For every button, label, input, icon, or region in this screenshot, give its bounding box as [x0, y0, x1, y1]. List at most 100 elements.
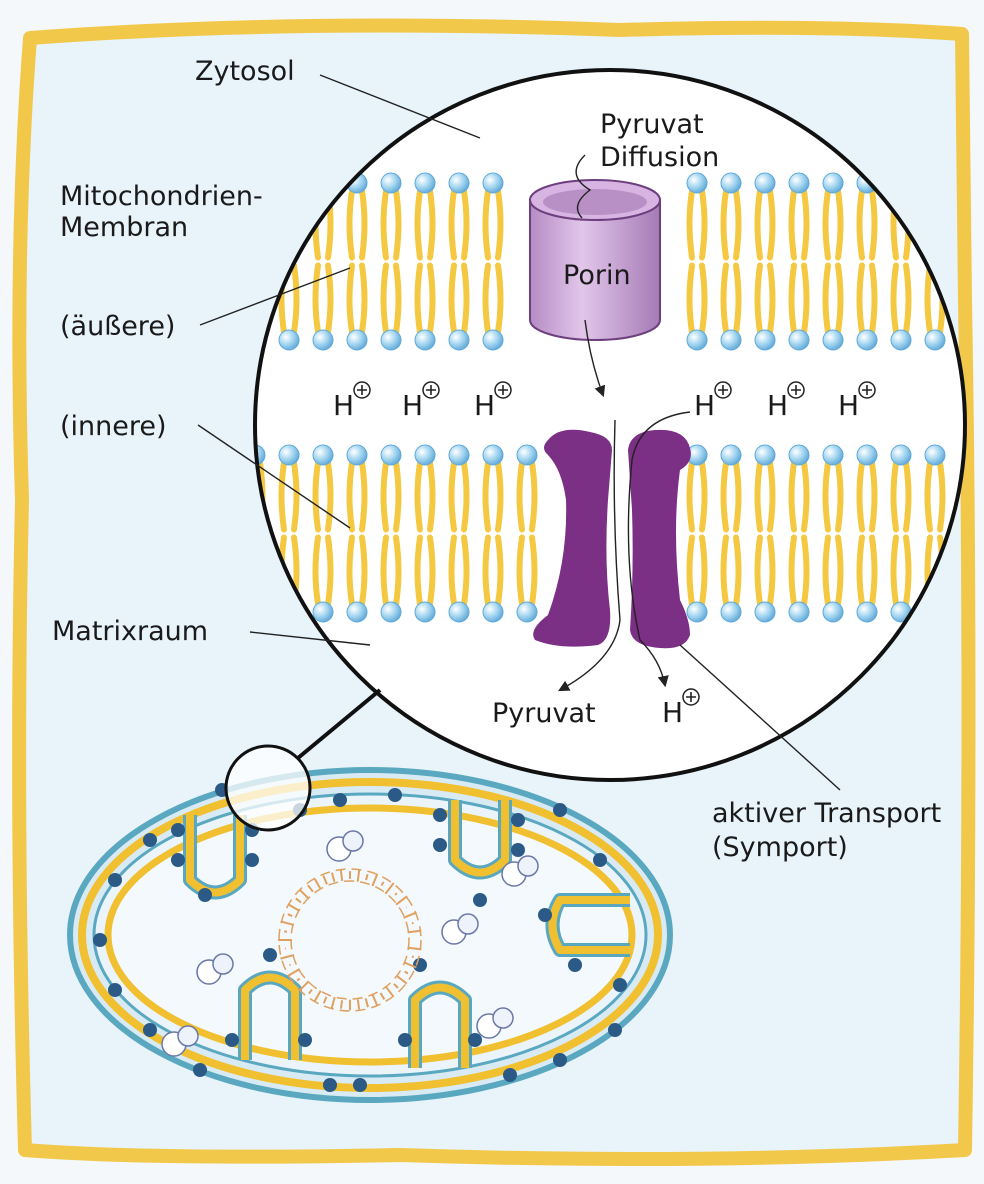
lipid-tail [702, 266, 705, 333]
lipid-tail [316, 538, 319, 605]
lipid-tail [396, 538, 399, 605]
lipid-tail [860, 463, 863, 530]
lipid-head [721, 330, 741, 350]
lipid-tail [724, 463, 727, 530]
atp-synthase-icon [433, 838, 447, 852]
atp-synthase-icon [333, 793, 347, 807]
lipid-head [925, 330, 945, 350]
lipid-tail [384, 266, 387, 333]
lipid-tail [452, 463, 455, 530]
lipid-head [891, 445, 911, 465]
atp-synthase-icon [198, 888, 212, 902]
lipid-head [347, 602, 367, 622]
lipid-head [449, 445, 469, 465]
atp-synthase-icon [413, 958, 427, 972]
lipid-head [789, 445, 809, 465]
lipid-tail [894, 266, 897, 333]
lipid-tail [906, 538, 909, 605]
lipid-tail [430, 538, 433, 605]
lipid-tail [328, 463, 331, 530]
label-active-transport-2: (Symport) [712, 832, 848, 863]
atp-synthase-icon [613, 978, 627, 992]
lipid-head [449, 330, 469, 350]
ribosome-subunit [458, 914, 478, 934]
lipid-head [857, 602, 877, 622]
label-matrix: Matrixraum [52, 616, 208, 647]
atp-synthase-icon [503, 1068, 517, 1082]
lipid-head [415, 173, 435, 193]
lipid-tail [758, 266, 761, 333]
lipid-tail [940, 463, 943, 530]
lipid-tail [282, 463, 285, 530]
lipid-head [823, 602, 843, 622]
lipid-head [483, 602, 503, 622]
lipid-head [721, 445, 741, 465]
lipid-tail [860, 191, 863, 258]
ribosome-subunit [343, 831, 363, 851]
lipid-head [279, 330, 299, 350]
lipid-tail [396, 191, 399, 258]
lipid-tail [452, 266, 455, 333]
atp-synthase-icon [298, 1033, 312, 1047]
lipid-head [381, 173, 401, 193]
lipid-tail [362, 191, 365, 258]
atp-synthase-icon [468, 1033, 482, 1047]
lipid-tail [906, 463, 909, 530]
lipid-head [789, 330, 809, 350]
label-pyruvat-out: Pyruvat [492, 698, 596, 729]
lipid-head [789, 602, 809, 622]
lipid-head [687, 330, 707, 350]
lipid-tail [736, 191, 739, 258]
lipid-tail [452, 191, 455, 258]
lipid-tail [532, 463, 535, 530]
lipid-tail [690, 538, 693, 605]
dna-rung [395, 893, 397, 895]
lipid-tail [872, 463, 875, 530]
lipid-tail [350, 538, 353, 605]
proton-letter: H [767, 389, 788, 422]
lipid-head [347, 330, 367, 350]
lipid-tail [770, 538, 773, 605]
lipid-head [755, 330, 775, 350]
lipid-tail [362, 463, 365, 530]
lipid-tail [928, 266, 931, 333]
ribosome-subunit [178, 1026, 198, 1046]
lipid-tail [758, 191, 761, 258]
lipid-head [415, 602, 435, 622]
lipid-tail [860, 538, 863, 605]
lipid-tail [872, 266, 875, 333]
lipid-tail [758, 463, 761, 530]
label-zytosol: Zytosol [195, 56, 295, 87]
atp-synthase-icon [538, 908, 552, 922]
lipid-tail [350, 191, 353, 258]
atp-synthase-icon [171, 853, 185, 867]
lipid-tail [464, 463, 467, 530]
lipid-head [755, 602, 775, 622]
lipid-tail [690, 191, 693, 258]
lipid-tail [792, 191, 795, 258]
lipid-tail [520, 538, 523, 605]
lipid-tail [826, 538, 829, 605]
lipid-tail [498, 538, 501, 605]
atp-synthase-icon [511, 843, 525, 857]
label-porin: Porin [563, 260, 631, 291]
dna-rung [358, 1000, 359, 1010]
lipid-tail [520, 463, 523, 530]
label-membrane-2: Membran [60, 212, 188, 243]
lipid-tail [328, 538, 331, 605]
ribosome-subunit [493, 1008, 513, 1028]
lipid-tail [702, 538, 705, 605]
lipid-tail [826, 191, 829, 258]
lipid-head [517, 602, 537, 622]
label-pyruvat-diffusion-1: Pyruvat [600, 109, 704, 140]
lipid-tail [486, 266, 489, 333]
label-membrane-1: Mitochondrien- [60, 181, 263, 212]
proton-letter: H [694, 389, 715, 422]
lipid-tail [464, 266, 467, 333]
lipid-head [823, 445, 843, 465]
proton-letter: H [662, 696, 683, 729]
atp-synthase-icon [143, 1023, 157, 1037]
lipid-head [823, 173, 843, 193]
lipid-tail [690, 463, 693, 530]
lipid-tail [464, 191, 467, 258]
